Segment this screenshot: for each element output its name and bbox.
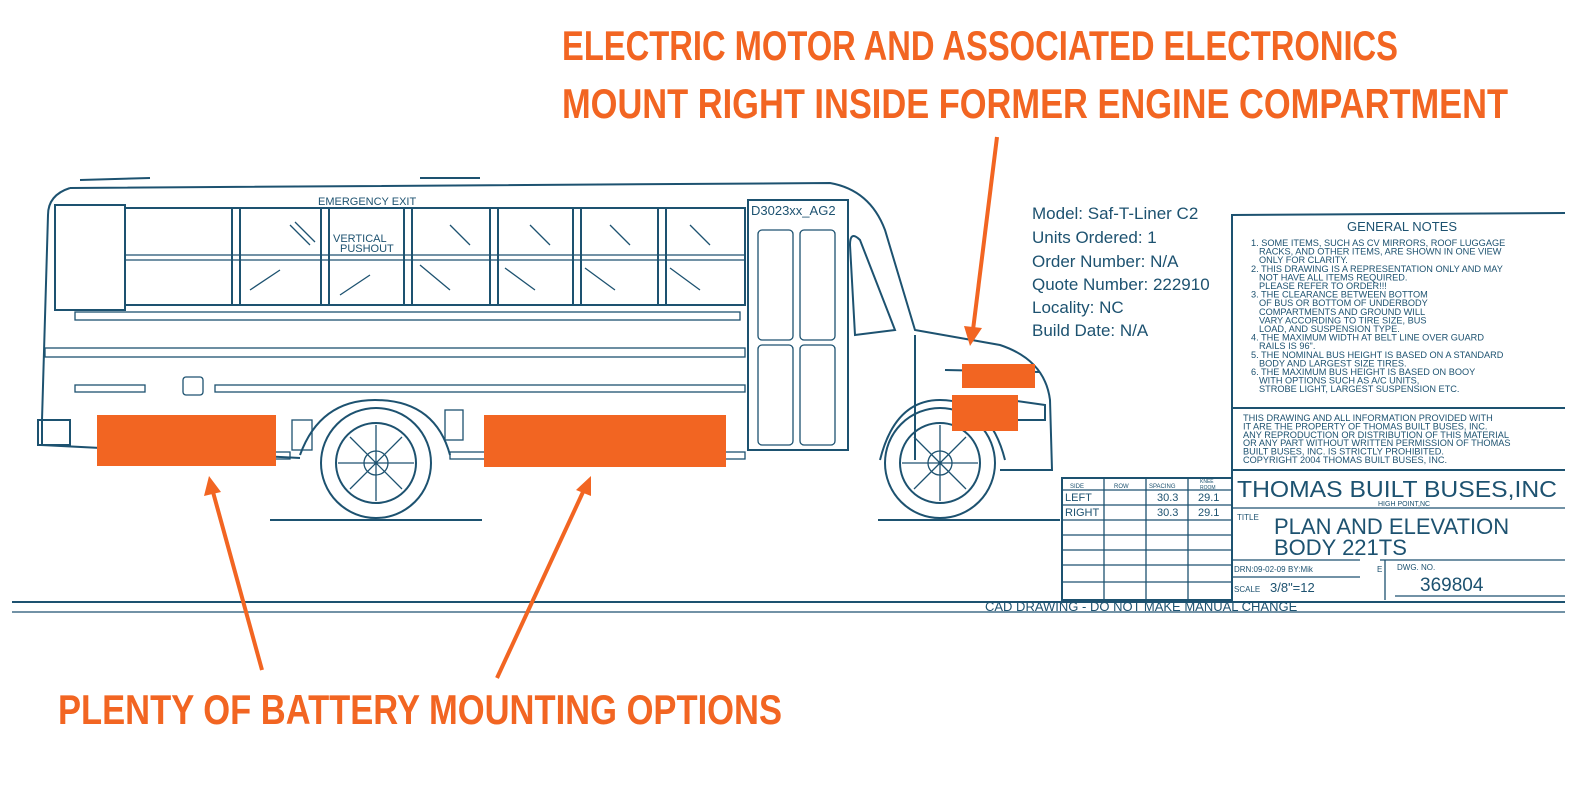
note-line: RAILS IS 96". (1259, 341, 1315, 351)
header-side: SIDE (1070, 484, 1084, 490)
cell-knee: 29.1 (1198, 492, 1219, 504)
scale-label: SCALE (1234, 585, 1260, 594)
annotation-bottom: PLENTY OF BATTERY MOUNTING OPTIONS (58, 686, 782, 733)
battery-area-mid (484, 415, 726, 467)
note-line: 5. THE NOMINAL BUS HEIGHT IS BASED ON A … (1251, 350, 1504, 360)
note-line: LOAD, AND SUSPENSION TYPE. (1259, 324, 1400, 334)
note-line: BUILT BUSES, INC. IS STRICTLY PROHIBITED… (1243, 447, 1444, 457)
spec-list: Model: Saf-T-Liner C2 Units Ordered: 1 O… (1032, 204, 1210, 340)
spec-quote: Quote Number: 222910 (1032, 275, 1210, 294)
motor-area-lower (952, 395, 1018, 431)
notes-title: GENERAL NOTES (1347, 219, 1457, 234)
note-line: STROBE LIGHT, LARGEST SUSPENSION ETC. (1259, 384, 1459, 394)
arrow-head-icon (576, 476, 591, 496)
spec-build-date: Build Date: N/A (1032, 321, 1149, 340)
header-row: ROW (1114, 484, 1129, 490)
note-line: WITH OPTIONS SUCH AS A/C UNITS, (1259, 376, 1419, 386)
cell-knee: 29.1 (1198, 507, 1219, 519)
arrow-head-icon (964, 326, 982, 346)
note-line: 4. THE MAXIMUM WIDTH AT BELT LINE OVER G… (1251, 333, 1484, 343)
cad-notice: CAD DRAWING - DO NOT MAKE MANUAL CHANGE (985, 599, 1298, 614)
cell-side: RIGHT (1065, 507, 1100, 519)
spec-order: Order Number: N/A (1032, 252, 1179, 271)
scale-value: 3/8"=12 (1270, 580, 1315, 595)
company-location: HIGH POINT,NC (1378, 501, 1430, 508)
pushout-label: PUSHOUT (340, 243, 394, 255)
vertical-label: VERTICAL (333, 233, 387, 245)
spec-model: Model: Saf-T-Liner C2 (1032, 204, 1198, 223)
drawn-by: BY:Mik (1288, 565, 1314, 574)
drawn-date: DRN:09-02-09 (1234, 565, 1286, 574)
dwg-label: DWG. NO. (1397, 563, 1435, 572)
bus-drawing: EMERGENCY EXIT VERTICAL PUSHOUT D3023xx_… (12, 177, 1565, 614)
drawing-title-1: PLAN AND ELEVATION (1274, 514, 1509, 539)
arrow-head-icon (204, 476, 221, 496)
note-line: 3. THE CLEARANCE BETWEEN BOTTOM (1251, 290, 1428, 300)
highlights (97, 364, 1035, 467)
note-line: THIS DRAWING AND ALL INFORMATION PROVIDE… (1243, 413, 1493, 423)
arrow-motor (971, 136, 999, 331)
front-wheel (884, 407, 996, 519)
arrow-battery-1 (211, 491, 264, 671)
title-block: THOMAS BUILT BUSES,INC HIGH POINT,NC TIT… (1232, 476, 1565, 600)
note-line: IT ARE THE PROPERTY OF THOMAS BUILT BUSE… (1243, 421, 1487, 431)
seating-table: SIDE ROW SPACING KNEE ROOM LEFT 30.3 29.… (1061, 477, 1233, 601)
drawing-code: D3023xx_AG2 (751, 203, 836, 218)
annotation-top-line2: MOUNT RIGHT INSIDE FORMER ENGINE COMPART… (562, 80, 1508, 127)
motor-area-upper (962, 364, 1035, 388)
note-line: PLEASE REFER TO ORDER!!! (1259, 281, 1387, 291)
emergency-exit-label: EMERGENCY EXIT (318, 196, 416, 208)
note-line: 2. THIS DRAWING IS A REPRESENTATION ONLY… (1251, 264, 1503, 274)
general-notes: GENERAL NOTES 1. SOME ITEMS, SUCH AS CV … (1231, 212, 1566, 600)
note-line: COMPARTMENTS AND GROUND WILL (1259, 307, 1425, 317)
spec-locality: Locality: NC (1032, 298, 1124, 317)
company-name: THOMAS BUILT BUSES,INC (1237, 476, 1557, 502)
note-line: VARY ACCORDING TO TIRE SIZE, BUS (1259, 315, 1426, 325)
arrows (204, 136, 999, 679)
title-label: TITLE (1237, 513, 1259, 522)
cell-spacing: 30.3 (1157, 507, 1178, 519)
note-line: OR ANY PART WITHOUT WRITTEN PERMISSION O… (1243, 438, 1510, 448)
note-line: RACKS, AND OTHER ITEMS, ARE SHOWN IN ONE… (1259, 247, 1502, 257)
rear-wheel (320, 407, 432, 519)
header-spacing: SPACING (1149, 484, 1176, 490)
note-line: NOT HAVE ALL ITEMS REQUIRED. (1259, 272, 1407, 282)
note-line: 6. THE MAXIMUM BUS HEIGHT IS BASED ON BO… (1251, 367, 1475, 377)
window-pillars (231, 207, 667, 306)
cell-side: LEFT (1065, 492, 1092, 504)
header-room: ROOM (1200, 485, 1216, 491)
note-line: ANY REPRODUCTION OR DISTRIBUTION OF THIS… (1243, 430, 1509, 440)
spec-units: Units Ordered: 1 (1032, 228, 1157, 247)
note-line: BODY AND LARGEST SIZE TIRES. (1259, 358, 1407, 368)
header-knee: KNEE (1200, 479, 1214, 485)
battery-area-rear (97, 415, 276, 466)
annotation-top-line1: ELECTRIC MOTOR AND ASSOCIATED ELECTRONIC… (562, 22, 1398, 69)
note-line: COPYRIGHT 2004 THOMAS BUILT BUSES, INC. (1243, 455, 1447, 465)
cell-spacing: 30.3 (1157, 492, 1178, 504)
drawing-title-2: BODY 221TS (1274, 535, 1407, 560)
note-line: OF BUS OR BOTTOM OF UNDERBODY (1259, 298, 1428, 308)
partial-label: E (1377, 565, 1382, 574)
note-line: 1. SOME ITEMS, SUCH AS CV MIRRORS, ROOF … (1251, 238, 1505, 248)
arrow-battery-2 (495, 491, 585, 679)
dwg-number: 369804 (1420, 575, 1484, 596)
note-line: ONLY FOR CLARITY. (1259, 255, 1348, 265)
